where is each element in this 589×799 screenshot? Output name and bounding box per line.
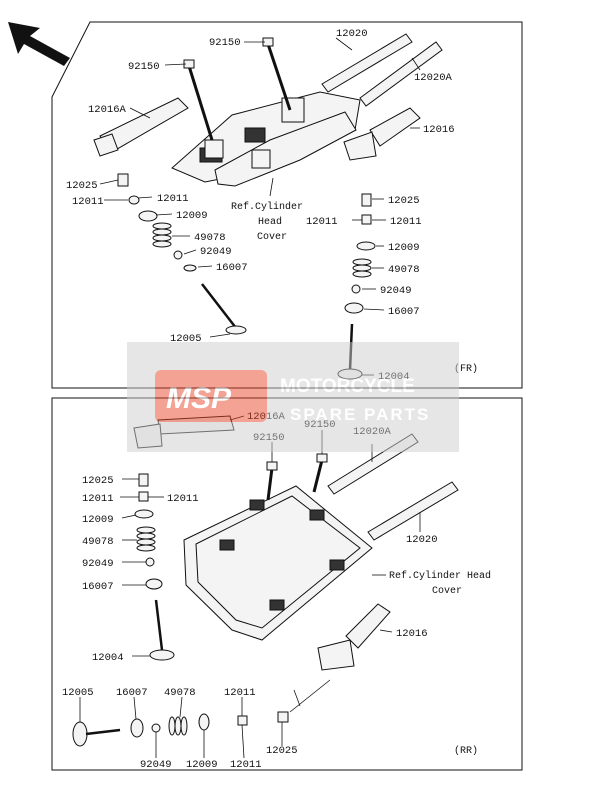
label-12009-right: 12009: [388, 242, 420, 254]
label-12009-left: 12009: [176, 210, 208, 222]
label-92049-right: 92049: [380, 285, 412, 297]
ref-cylinder-head-cover-line3: Cover: [257, 232, 287, 243]
label-12020-bottom: 12020: [406, 534, 438, 546]
top-panel: 92150 92150 12020 12020A 12016A 12016 12…: [51, 21, 523, 389]
label-12025-right: 12025: [388, 195, 420, 207]
ref-cylinder-head-cover-bottom-line1: Ref.Cylinder Head: [389, 570, 491, 582]
bolt-92150-bottom-right: [312, 453, 328, 493]
cylinder-head-cover-bottom: [183, 485, 373, 641]
rocker-arm-12016A: [93, 97, 189, 157]
top-panel-frame: [51, 21, 523, 389]
bottom-panel: 12016A 92150 92150 12020A 12020 12025 12…: [51, 397, 523, 771]
label-92150-b: 92150: [209, 37, 241, 49]
rocker-arm-12016: [343, 107, 421, 161]
watermark-line2: SPARE PARTS: [290, 405, 430, 424]
ref-cylinder-head-cover-bottom-line2: Cover: [432, 586, 462, 597]
label-49078-bottom-row: 49078: [164, 687, 196, 699]
watermark-line1: MOTORCYCLE: [280, 376, 415, 397]
cylinder-head-cover-top: [171, 91, 361, 187]
watermark-logo-badge: [155, 370, 267, 422]
label-12011-right-a: 12011: [306, 216, 338, 228]
direction-label-rr: (RR): [454, 745, 478, 757]
label-16007-bottom: 16007: [82, 581, 114, 593]
label-12011-bottom-b: 12011: [167, 493, 199, 505]
label-12025-left: 12025: [66, 180, 98, 192]
watermark: MSP MOTORCYCLE SPARE PARTS: [127, 342, 459, 452]
valve-train-bottom-left: [134, 473, 175, 661]
label-12011-right-b: 12011: [390, 216, 422, 228]
rocker-arm-12016-bottom: [317, 603, 391, 671]
label-12011-bottom-row-b: 12011: [230, 759, 262, 771]
label-12009-bottom-row: 12009: [186, 759, 218, 771]
label-16007-bottom-row: 16007: [116, 687, 148, 699]
label-49078-left: 49078: [194, 232, 226, 244]
label-12025-bottom-row: 12025: [266, 745, 298, 757]
label-12016: 12016: [423, 124, 455, 136]
valve-train-bottom-horizontal: [72, 679, 331, 747]
bolt-92150-left: [183, 59, 214, 141]
top-leader-lines: [99, 37, 421, 376]
label-12020A: 12020A: [414, 72, 453, 84]
label-92049-bottom: 92049: [82, 558, 114, 570]
label-92049-bottom-row: 92049: [140, 759, 172, 771]
rocker-shaft-12020: [321, 33, 413, 93]
label-49078-bottom: 49078: [82, 536, 114, 548]
ref-cylinder-head-cover-line1: Ref.Cylinder: [231, 201, 303, 213]
label-12016-bottom: 12016: [396, 628, 428, 640]
rocker-shaft-12020A: [359, 41, 443, 107]
label-12009-bottom: 12009: [82, 514, 114, 526]
valve-train-left: [117, 173, 247, 335]
label-12011-bottom-a: 12011: [82, 493, 114, 505]
front-direction-arrow-icon: [8, 22, 70, 66]
label-16007-left: 16007: [216, 262, 248, 274]
direction-label-fr: (FR): [454, 363, 478, 375]
label-92049-left: 92049: [200, 246, 232, 258]
label-12005-bottom: 12005: [62, 687, 94, 699]
label-12025-bottom: 12025: [82, 475, 114, 487]
label-49078-right: 49078: [388, 264, 420, 276]
label-12020: 12020: [336, 28, 368, 40]
bolt-92150-bottom-left: [266, 461, 278, 501]
label-12016A: 12016A: [88, 104, 127, 116]
bolt-92150-right: [262, 37, 292, 111]
label-12011-left-b: 12011: [157, 193, 189, 205]
label-12004-bottom: 12004: [92, 652, 124, 664]
label-12011-bottom-row-a: 12011: [224, 687, 256, 699]
ref-cylinder-head-cover-line2: Head: [258, 216, 282, 228]
label-92150-a: 92150: [128, 61, 160, 73]
label-16007-right: 16007: [388, 306, 420, 318]
label-12011-left-a: 12011: [72, 196, 104, 208]
rocker-shaft-12020-bottom: [367, 481, 459, 541]
watermark-logo-text: MSP: [166, 382, 232, 415]
